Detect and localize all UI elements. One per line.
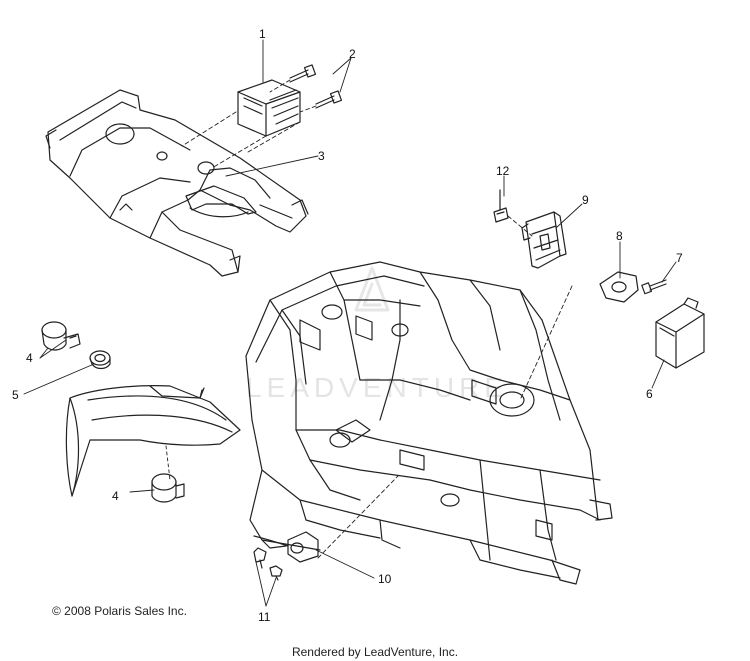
callout-4-upper: 4	[26, 351, 33, 365]
callout-10: 10	[378, 572, 392, 586]
callout-2: 2	[349, 47, 356, 61]
callout-11: 11	[258, 610, 271, 624]
callout-7: 7	[676, 251, 683, 265]
part-4-socket-lower	[151, 473, 185, 503]
main-frame	[245, 261, 613, 585]
callout-6: 6	[646, 387, 653, 401]
rendered-by-text: Rendered by LeadVenture, Inc.	[291, 645, 459, 659]
frame-mount-lines	[317, 285, 573, 559]
part-8-plate	[599, 271, 639, 303]
callout-12: 12	[496, 164, 510, 178]
part-5-ring	[89, 350, 111, 370]
mount-lines	[181, 79, 317, 169]
headlight-housing	[65, 385, 241, 497]
copyright-text: © 2008 Polaris Sales Inc.	[52, 604, 187, 618]
callout-8: 8	[616, 229, 623, 243]
part-6-module	[655, 297, 705, 369]
watermark-logo	[354, 266, 390, 312]
watermark-text: LEADVENTURE	[246, 372, 508, 403]
callout-1: 1	[259, 27, 266, 41]
swing-arm-bracket	[45, 89, 309, 277]
part-4-connector-upper	[41, 321, 81, 351]
part-10-switch	[253, 531, 319, 563]
callout-4-lower: 4	[112, 489, 119, 503]
part-11-fasteners	[253, 547, 283, 581]
headlight-dash	[165, 445, 171, 481]
callout-labels: 1 2 3 4 4 5 6 7 8 9 10 11 12	[12, 27, 683, 624]
part-9-bracket	[521, 211, 567, 269]
callout-9: 9	[582, 193, 589, 207]
leader-lines	[23, 39, 677, 607]
part-9-leader-dash	[507, 215, 533, 237]
callout-5: 5	[12, 388, 19, 402]
part-2-bolts	[289, 64, 343, 109]
part-7-screw	[641, 279, 667, 295]
callout-3: 3	[318, 149, 325, 163]
part-12-sensor	[493, 189, 509, 223]
